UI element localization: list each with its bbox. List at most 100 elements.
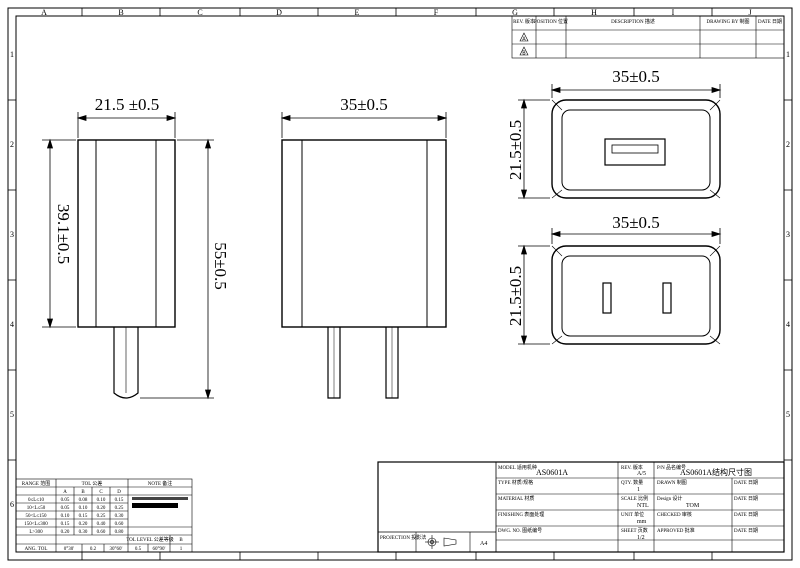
grid-row-3: 3 xyxy=(10,230,14,239)
grid-col-c: C xyxy=(197,8,202,17)
rev-value: A/5 xyxy=(637,471,646,477)
tol-header: TOL 公差 xyxy=(82,480,103,487)
model-value: AS0601A xyxy=(536,468,568,477)
projection-symbol-icon xyxy=(425,535,457,549)
tol-col-b: B xyxy=(81,490,85,495)
scale-label: SCALE 比例 xyxy=(621,495,648,502)
ang-tol-value: 0°30' xyxy=(64,547,74,552)
pn-label: P/N 品名编号 xyxy=(657,464,686,471)
tol-row-c: 0.60 xyxy=(97,530,106,535)
grid-bottom xyxy=(81,552,713,560)
qty-value: 1 xyxy=(637,487,640,493)
rev-label: REV. 版本 xyxy=(621,464,643,471)
side-height-dim: 39.1±0.5 xyxy=(54,204,73,264)
bottom-height-dim: 21.5±0.5 xyxy=(506,266,525,326)
tol-row-range: 150<L≤300 xyxy=(24,522,48,527)
grid-top xyxy=(81,8,713,16)
tol-col-d: D xyxy=(117,490,121,495)
grid-col-f: F xyxy=(434,8,439,17)
grid-left xyxy=(8,99,16,461)
grid-right xyxy=(784,99,792,461)
type-label: TYPE 材质/规格 xyxy=(498,479,533,486)
approved-date-label: DATE 日期 xyxy=(734,528,758,534)
outer-frame xyxy=(7,7,793,561)
grid-col-h: H xyxy=(591,8,597,17)
tolerance-table xyxy=(15,478,193,553)
grid-row-1: 1 xyxy=(10,50,14,59)
tol-level-value: B xyxy=(179,538,183,543)
grid-col-i: I xyxy=(672,8,675,17)
tol-col-a: A xyxy=(63,490,67,495)
grid-row-2-right: 2 xyxy=(786,140,790,149)
grid-col-a: A xyxy=(41,8,47,17)
grid-row-5-right: 5 xyxy=(786,410,790,419)
position-header: POSITION 位置 xyxy=(534,18,568,25)
grid-row-4: 4 xyxy=(10,320,14,329)
tol-row-range: 50<L≤150 xyxy=(25,514,47,519)
drawing-by-header: DRAWING BY 制图 xyxy=(706,18,749,25)
grid-row-2: 2 xyxy=(10,140,14,149)
tol-row-a: 0.20 xyxy=(61,530,70,535)
grid-row-3-right: 3 xyxy=(786,230,790,239)
unit-label: UNIT 单位 xyxy=(621,511,644,518)
ang-tol-label: ANG. TOL xyxy=(25,547,48,552)
material-label: MATERIAL 材质 xyxy=(498,495,534,502)
ang-tol-value: 1 xyxy=(180,547,183,552)
tol-row-a: 0.05 xyxy=(61,506,70,511)
design-date-label: DATE 日期 xyxy=(734,496,758,502)
date-header: DATE 日期 xyxy=(758,19,782,25)
revision-table xyxy=(511,15,785,59)
drawn-label: DRAWN 制图 xyxy=(657,479,687,486)
top-height-dim: 21.5±0.5 xyxy=(506,120,525,180)
tol-row-a: 0.05 xyxy=(61,498,70,503)
design-label: Design 设计 xyxy=(657,495,682,502)
grid-col-d: D xyxy=(276,8,282,17)
tol-note-text xyxy=(132,497,188,508)
front-view xyxy=(281,139,447,399)
qty-label: QTY. 数量 xyxy=(621,479,643,486)
svg-text:B: B xyxy=(522,51,526,57)
design-value: TOM xyxy=(686,503,700,509)
tol-row-c: 0.10 xyxy=(97,498,106,503)
tol-row-range: L>300 xyxy=(29,530,43,535)
top-view-dimensions xyxy=(518,84,722,200)
ang-tol-value: 60°90' xyxy=(153,547,166,552)
tol-row-a: 0.15 xyxy=(61,522,70,527)
tol-range-header: RANGE 范围 xyxy=(22,480,50,487)
tol-row-a: 0.10 xyxy=(61,514,70,519)
tol-note-header: NOTE 备注 xyxy=(148,480,173,487)
tol-row-b: 0.08 xyxy=(79,498,88,503)
tol-row-c: 0.20 xyxy=(97,506,106,511)
top-view xyxy=(551,99,721,199)
sheet-value: 1/2 xyxy=(637,535,645,541)
tol-row-d: 0.30 xyxy=(115,514,124,519)
tol-level-label: TOL LEVEL 公差等级 xyxy=(126,536,174,543)
side-view xyxy=(77,139,176,399)
tol-row-b: 0.15 xyxy=(79,514,88,519)
drawn-date-label: DATE 日期 xyxy=(734,480,758,486)
front-view-dimensions xyxy=(280,112,448,138)
bottom-view xyxy=(551,245,721,345)
checked-date-label: DATE 日期 xyxy=(734,512,758,518)
svg-text:A: A xyxy=(522,37,526,43)
grid-col-g: G xyxy=(512,8,518,17)
sheet-label: SHEET 页数 xyxy=(621,527,648,534)
ang-tol-value: 0.2 xyxy=(90,547,97,552)
finishing-label: FINISHING 表面处理 xyxy=(498,511,544,518)
tol-row-d: 0.25 xyxy=(115,506,124,511)
approved-label: APPROVED 批准 xyxy=(657,527,695,534)
tol-row-c: 0.40 xyxy=(97,522,106,527)
description-header: DESCRIPTION 描述 xyxy=(611,18,655,25)
side-view-dimensions xyxy=(42,112,214,400)
top-width-dim: 35±0.5 xyxy=(612,67,660,86)
dwg-no-label: DWG. NO. 图纸编号 xyxy=(498,527,542,534)
grid-row-5: 5 xyxy=(10,410,14,419)
grid-row-6: 6 xyxy=(10,500,14,509)
side-width-dim: 21.5 ±0.5 xyxy=(95,95,160,114)
tol-col-c: C xyxy=(99,490,103,495)
revision-triangle-a: A xyxy=(519,32,529,43)
projection-label: PROJECTION 投影法 xyxy=(380,534,426,541)
drawing-title: AS0601A结构尺寸图 xyxy=(680,467,752,477)
tol-row-range: 0≤L≤10 xyxy=(28,498,45,503)
